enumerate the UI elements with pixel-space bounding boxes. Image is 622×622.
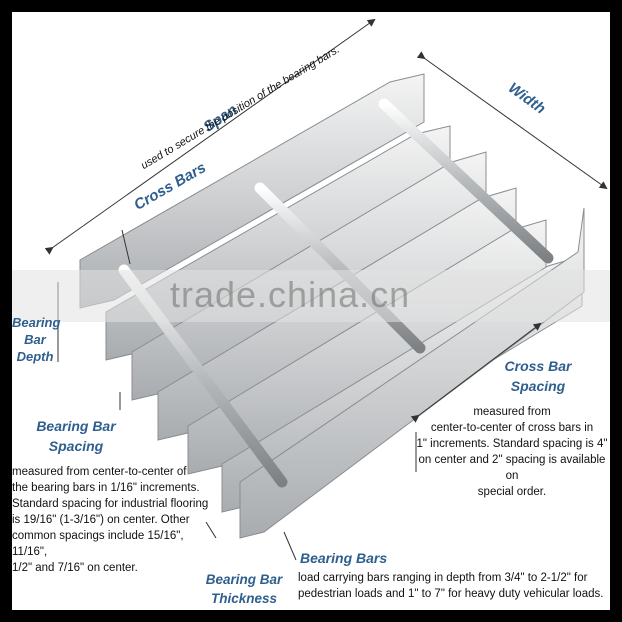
bearing-bar-spacing-label: Bearing Bar Spacing — [26, 416, 126, 456]
cbs-desc-line-2: center-to-center of cross bars in — [430, 422, 594, 434]
bbs-desc-line-1: measured from center-to-center of — [12, 466, 187, 478]
thickness-dimension — [205, 521, 217, 539]
bearing-bar-depth-label: Bearing Bar Depth — [12, 314, 61, 365]
cbs-desc-line-3: 1" increments. Standard spacing is 4" — [416, 438, 608, 450]
bearing-bars-title: Bearing Bars — [300, 550, 388, 566]
bbt-line-1: Bearing Bar — [205, 572, 283, 587]
dimension-lines — [44, 18, 608, 561]
bb-desc-line-1: load carrying bars ranging in depth from… — [298, 572, 588, 584]
bb-desc-line-2: pedestrian loads and 1" to 7" for heavy … — [298, 588, 604, 600]
bbs-desc-line-2: the bearing bars in 1/16" increments. — [12, 482, 200, 494]
cbs-line-2: Spacing — [510, 378, 566, 394]
bearing-bar-spacing-desc: measured from center-to-center of the be… — [12, 464, 212, 576]
cbs-desc-line-5: special order. — [477, 486, 547, 498]
cross-spacing-dimension — [410, 322, 542, 423]
spacing-line-2: Spacing — [48, 438, 104, 454]
cross-bar-spacing-desc: measured from center-to-center of cross … — [416, 404, 608, 500]
diagram-frame: trade.china.cn Span Width Cross Bars use… — [12, 12, 610, 610]
bbs-desc-line-5: common spacings include 15/16", 11/16", — [12, 530, 184, 558]
spacing-line-1: Bearing Bar — [36, 418, 116, 434]
bearing-bars-leader — [283, 531, 297, 561]
watermark: trade.china.cn — [170, 274, 411, 315]
cbs-line-1: Cross Bar — [504, 358, 572, 374]
span-dimension — [44, 18, 376, 255]
width-dimension — [416, 51, 608, 190]
cbs-desc-line-4: on center and 2" spacing is available on — [418, 454, 606, 482]
bbs-desc-line-3: Standard spacing for industrial flooring — [12, 498, 209, 510]
cross-bar-spacing-label: Cross Bar Spacing — [488, 356, 588, 396]
depth-line-3: Depth — [16, 349, 54, 364]
cross-bars-leader — [121, 229, 131, 265]
bearing-bars-desc: load carrying bars ranging in depth from… — [298, 570, 608, 602]
depth-line-2: Bar — [24, 332, 46, 347]
cbs-desc-line-1: measured from — [473, 406, 551, 418]
watermark-band — [12, 270, 610, 322]
bbs-desc-line-4: is 19/16" (1-3/16") on center. Other — [12, 514, 190, 526]
depth-line-1: Bearing — [12, 315, 61, 330]
bbs-desc-line-6: 1/2" and 7/16" on center. — [12, 562, 138, 574]
bbt-line-2: Thickness — [210, 591, 278, 606]
bearing-bar-thickness-label: Bearing Bar Thickness — [194, 570, 294, 608]
